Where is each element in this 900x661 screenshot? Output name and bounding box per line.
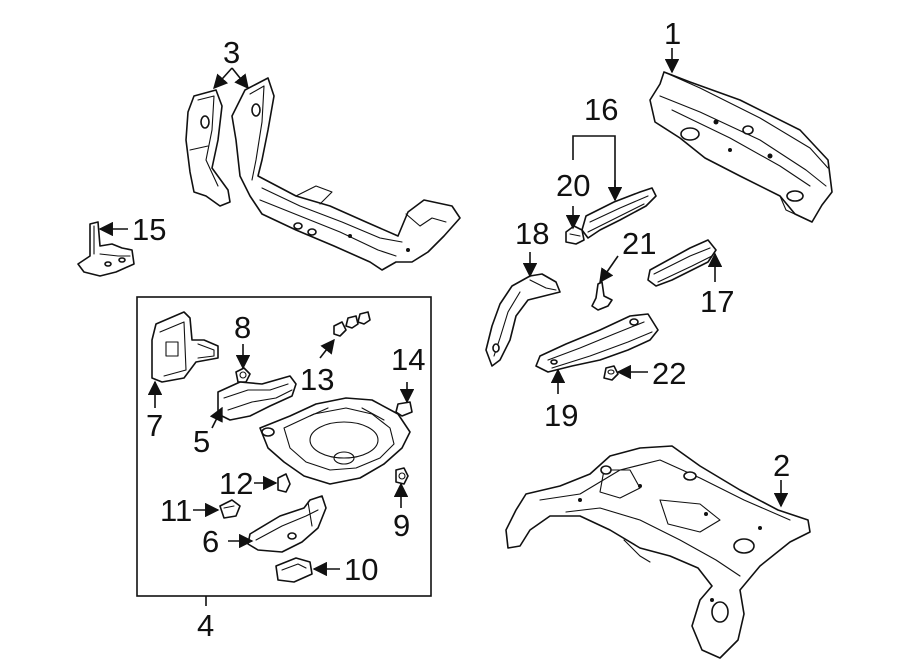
- part-21-stud-bracket[interactable]: [591, 281, 613, 311]
- callout-12: 12: [219, 466, 253, 501]
- callout-16: 16: [584, 92, 618, 127]
- callout-13: 13: [300, 362, 334, 397]
- part-17-rail-extension[interactable]: [647, 239, 717, 287]
- callout-labels: 1 2 3 4 5 6 7 8 9 10 11 12 13 14 15 16 1…: [132, 16, 790, 643]
- callout-3: 3: [223, 35, 240, 70]
- part-13-clips[interactable]: [333, 311, 371, 337]
- part-4-spare-tire-well[interactable]: [259, 397, 411, 485]
- part-22-bushing[interactable]: [603, 365, 619, 381]
- callout-15: 15: [132, 212, 166, 247]
- callout-1: 1: [664, 16, 681, 51]
- callout-17: 17: [700, 284, 734, 319]
- part-19-rail-section[interactable]: [535, 313, 659, 373]
- part-1-rear-panel[interactable]: [649, 71, 833, 223]
- callout-10: 10: [344, 552, 378, 587]
- part-18-bracket[interactable]: [485, 273, 561, 367]
- part-9-plug[interactable]: [395, 467, 409, 485]
- part-4-group-frame: [136, 296, 432, 597]
- callout-7: 7: [146, 408, 163, 443]
- part-6-floor-pan[interactable]: [247, 495, 327, 553]
- part-20-clip[interactable]: [565, 225, 585, 245]
- callout-18: 18: [515, 216, 549, 251]
- part-2-floor-pan[interactable]: [505, 445, 811, 659]
- callout-9: 9: [393, 508, 410, 543]
- part-15-bracket[interactable]: [77, 221, 135, 277]
- callout-6: 6: [202, 524, 219, 559]
- part-8-plug[interactable]: [235, 367, 251, 383]
- part-12-bracket[interactable]: [277, 473, 291, 493]
- part-3-frame-rails[interactable]: [185, 77, 461, 271]
- part-5-reinforcement[interactable]: [217, 375, 297, 421]
- callout-14: 14: [391, 342, 425, 377]
- callout-5: 5: [193, 424, 210, 459]
- leader-lines: [98, 48, 789, 606]
- part-11-bracket[interactable]: [219, 499, 241, 519]
- callout-22: 22: [652, 356, 686, 391]
- callout-11: 11: [160, 493, 192, 528]
- callout-19: 19: [544, 398, 578, 433]
- part-16-rail-extension[interactable]: [581, 187, 657, 239]
- callout-20: 20: [556, 168, 590, 203]
- callout-4: 4: [197, 608, 214, 643]
- callout-21: 21: [622, 226, 656, 261]
- part-10-bracket[interactable]: [275, 557, 313, 583]
- part-7-panel[interactable]: [151, 311, 219, 383]
- callout-8: 8: [234, 310, 251, 345]
- callout-2: 2: [773, 448, 790, 483]
